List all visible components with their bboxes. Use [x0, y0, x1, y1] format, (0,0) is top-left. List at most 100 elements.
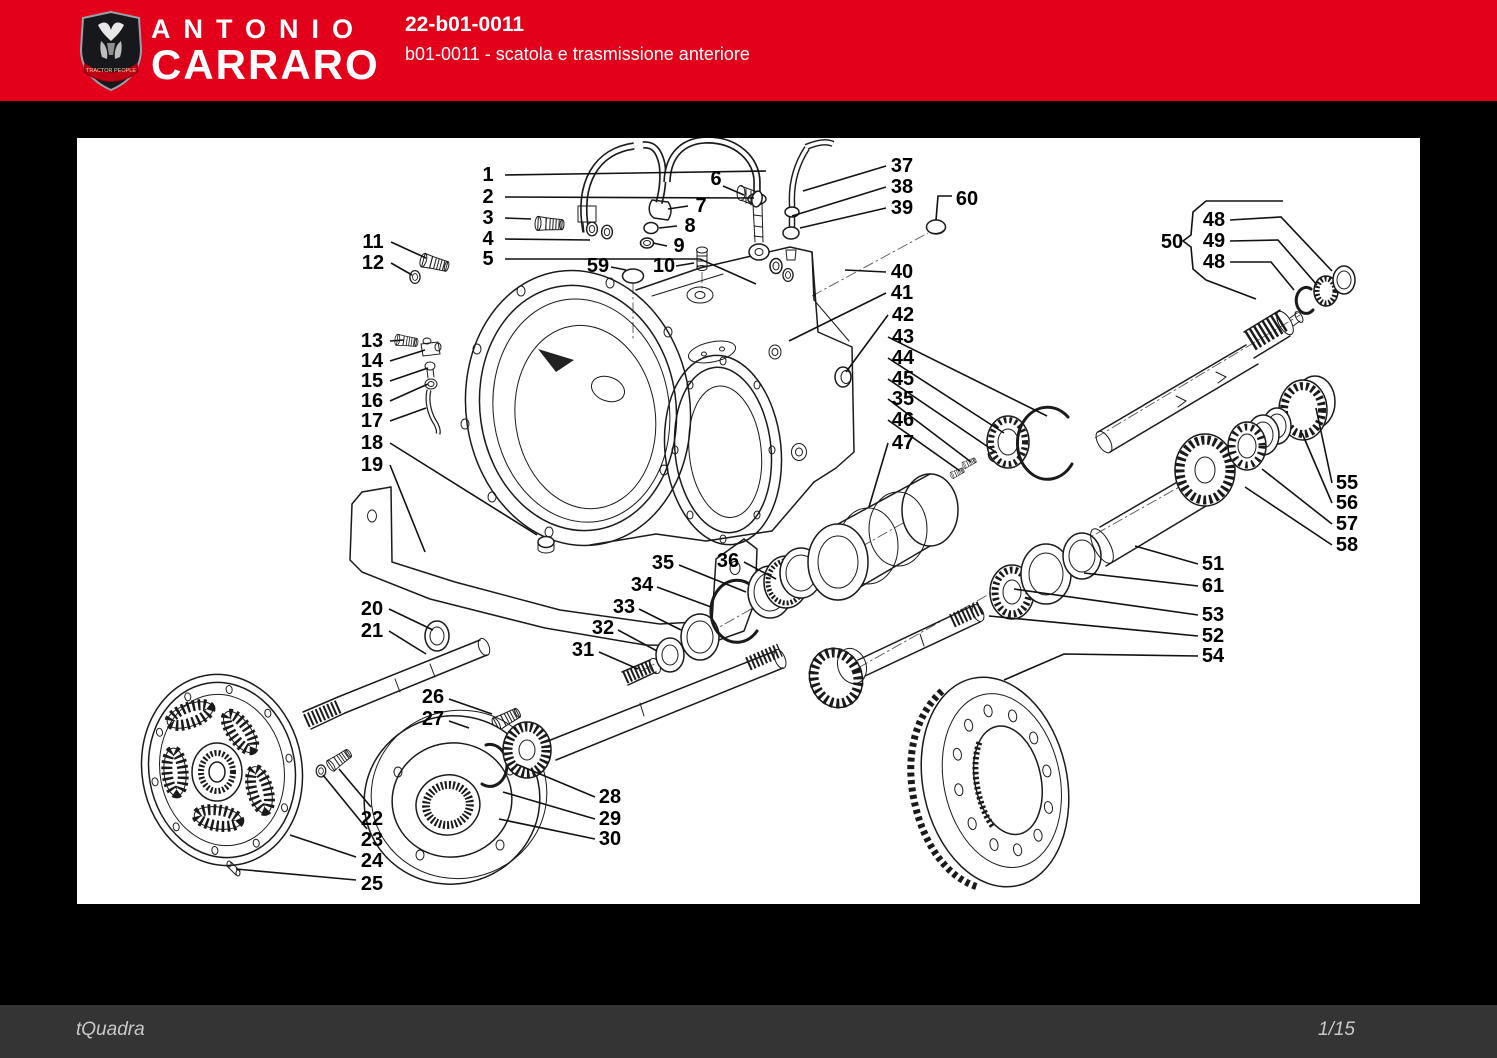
- bearing-cluster-43-45: [948, 405, 1074, 481]
- leader-line: [887, 398, 972, 463]
- brand-line1: ANTONIO: [151, 14, 367, 44]
- leader-line: [638, 608, 682, 631]
- bolt-3: [534, 215, 565, 233]
- bolt-11: [418, 252, 451, 275]
- ring-32: [655, 637, 685, 673]
- washer-4b: [600, 224, 614, 240]
- part-label-41: 41: [891, 282, 913, 304]
- seal-ring-20: [424, 620, 450, 652]
- part-label-51: 51: [1202, 553, 1224, 575]
- leader-line: [667, 205, 689, 210]
- ring-stack-31-36: [621, 547, 823, 686]
- drawing-code: 22-b01-0011: [405, 13, 525, 36]
- left-fittings: [393, 252, 451, 435]
- leader-line: [338, 768, 372, 808]
- hose-37: [788, 139, 835, 230]
- part-label-15: 15: [361, 370, 383, 392]
- washer-12: [409, 269, 421, 285]
- leader-line: [1134, 545, 1199, 565]
- leader-line: [887, 419, 961, 472]
- leader-line: [448, 698, 493, 715]
- leader-line: [791, 186, 887, 217]
- leader-line: [1229, 216, 1333, 272]
- antonio-carraro-logo-icon: TRACTOR PEOPLE: [79, 11, 143, 91]
- leader-line: [675, 262, 695, 267]
- leader-line: [887, 336, 1048, 417]
- plug-6: [736, 185, 763, 208]
- part-label-20: 20: [361, 598, 383, 620]
- leader-line: [515, 763, 596, 798]
- leader-line: [610, 266, 627, 271]
- gearbox-housing: [460, 246, 855, 554]
- leader-line: [658, 225, 678, 229]
- bearings-52-53-61: [989, 532, 1102, 620]
- brand-wordmark: ANTONIO CARRARO: [151, 16, 380, 86]
- leader-line: [322, 774, 368, 830]
- part-label-25: 25: [361, 873, 383, 895]
- part-label-2: 2: [482, 186, 493, 208]
- part-label-33: 33: [613, 596, 635, 618]
- title-block: 22-b01-0011 b01-0011 - scatola e trasmis…: [405, 13, 750, 65]
- nut-8: [643, 221, 659, 235]
- leader-line: [1315, 407, 1333, 484]
- leader-line: [389, 442, 538, 536]
- hub-flange-30: [363, 709, 548, 885]
- part-label-42: 42: [892, 304, 914, 326]
- drain-plug-18: [537, 535, 555, 554]
- leader-line: [788, 292, 887, 342]
- footer-page-number: 1/15: [1318, 1019, 1355, 1040]
- part-label-60: 60: [956, 188, 978, 210]
- part-label-32: 32: [592, 617, 614, 639]
- snap-ring-43: [1015, 405, 1074, 481]
- part-label-10: 10: [653, 255, 675, 277]
- part-label-7: 7: [695, 195, 706, 217]
- part-label-43: 43: [892, 326, 914, 348]
- drawing-subtitle: b01-0011 - scatola e trasmissione anteri…: [405, 44, 750, 64]
- leader-line: [656, 586, 712, 608]
- leader-line: [845, 314, 889, 373]
- leader-line: [1301, 432, 1333, 504]
- part-label-17: 17: [361, 410, 383, 432]
- leader-line: [1229, 239, 1318, 286]
- leader-line: [678, 564, 747, 593]
- washer: [769, 257, 783, 275]
- part-label-11: 11: [362, 231, 383, 253]
- header-bar: TRACTOR PEOPLE ANTONIO CARRARO 22-b01-00…: [0, 0, 1497, 101]
- leader-line: [388, 630, 427, 655]
- part-label-35: 35: [892, 388, 914, 410]
- washers-56-58-bearing-55: [1227, 375, 1336, 471]
- shaft-28-29: [480, 643, 787, 788]
- leader-line: [1261, 468, 1333, 525]
- part-label-14: 14: [361, 350, 384, 372]
- connector-15: [424, 361, 436, 371]
- leader-line: [505, 258, 757, 285]
- part-label-35: 35: [652, 552, 674, 574]
- part-label-58: 58: [1336, 534, 1358, 556]
- leader-line: [598, 651, 639, 670]
- part-label-48: 48: [1203, 209, 1225, 231]
- part-label-50: 50: [1161, 231, 1183, 253]
- clutch-disc-24: [140, 673, 304, 877]
- leader-line: [988, 615, 1199, 637]
- leader-line: [887, 378, 998, 454]
- leader-line: [1230, 261, 1295, 291]
- hose-assembly: [580, 138, 835, 261]
- leader-line: [504, 196, 755, 199]
- leader-line: [498, 818, 596, 840]
- part-label-52: 52: [1202, 625, 1224, 647]
- input-shaft-21: [302, 637, 491, 730]
- exploded-parts-drawing: 1234567891011125960373839404142434445354…: [140, 138, 1358, 895]
- part-label-12: 12: [362, 252, 384, 274]
- snap-ring-34: [709, 578, 759, 644]
- clutch-springs: [161, 699, 275, 832]
- leader-line: [799, 207, 887, 229]
- part-label-3: 3: [482, 207, 493, 229]
- leader-line: [844, 269, 887, 273]
- leader-line: [887, 357, 1005, 434]
- leader-line: [722, 185, 745, 196]
- leader-line: [617, 629, 658, 652]
- bolt-22: [324, 746, 355, 773]
- leader-line: [1013, 588, 1199, 616]
- part-label-6: 6: [710, 168, 721, 190]
- part-label-8: 8: [684, 215, 695, 237]
